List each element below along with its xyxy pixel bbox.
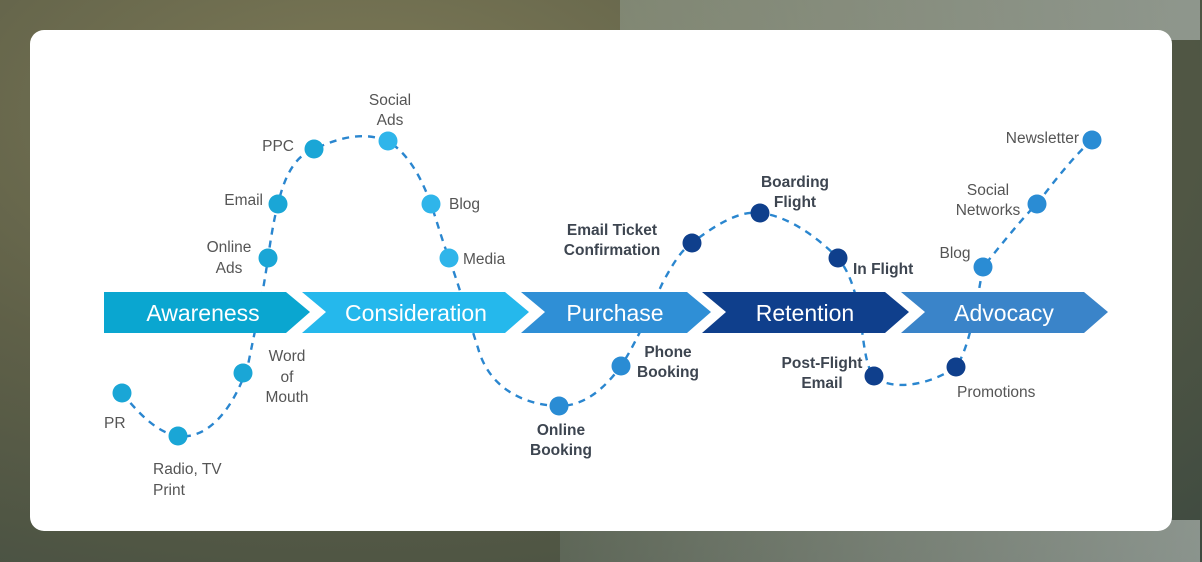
stage-retention-label: Retention (756, 300, 854, 326)
stage-advocacy-arrow (901, 292, 1108, 333)
touchpoint-social-ads-label-1: Social (369, 92, 411, 109)
touchpoint-social-networks-label-2: Networks (956, 202, 1021, 219)
touchpoint-pr-dot (112, 383, 132, 403)
touchpoint-post-flight-dot (864, 366, 884, 386)
touchpoint-phone-booking-label-1: Phone (644, 344, 692, 361)
touchpoint-blog-advocacy-dot (973, 257, 993, 277)
touchpoint-post-flight-label-2: Email (801, 375, 842, 392)
touchpoint-radio-label-1: Radio, TV (153, 461, 222, 478)
touchpoint-radio-dot (168, 426, 188, 446)
touchpoint-online-ads-label-1: Online (207, 239, 252, 256)
touchpoint-blog-dot (421, 194, 441, 214)
touchpoint-newsletter-dot (1082, 130, 1102, 150)
touchpoint-phone-booking-label-2: Booking (637, 364, 699, 381)
touchpoint-social-ads-label-2: Ads (377, 112, 404, 129)
touchpoint-media-label: Media (463, 251, 506, 268)
touchpoint-online-ads-dot (258, 248, 278, 268)
stage-purchase-arrow (521, 292, 711, 333)
touchpoint-online-booking-label-2: Booking (530, 442, 592, 459)
stage-consideration-arrow (302, 292, 529, 333)
touchpoint-wom-label-2: of (281, 369, 295, 386)
touchpoint-newsletter-label: Newsletter (1006, 130, 1079, 147)
journey-path (121, 134, 1093, 438)
customer-journey-diagram: Awareness Consideration Purchase Retenti… (104, 92, 1108, 499)
touchpoint-wom-label-3: Mouth (265, 389, 308, 406)
stage-awareness-arrow (104, 292, 310, 333)
stage-consideration-label: Consideration (345, 300, 487, 326)
touchpoint-radio-label-2: Print (153, 482, 186, 499)
stage-purchase-label: Purchase (566, 300, 663, 326)
touchpoint-boarding-label-2: Flight (774, 194, 816, 211)
touchpoint-online-booking-dot (549, 396, 569, 416)
touchpoint-phone-booking-dot (611, 356, 631, 376)
touchpoint-ppc-dot (304, 139, 324, 159)
touchpoint-boarding-dot (750, 203, 770, 223)
touchpoint-social-networks-label-1: Social (967, 182, 1009, 199)
touchpoint-promotions-label: Promotions (957, 384, 1036, 401)
touchpoint-online-booking-label-1: Online (537, 422, 586, 439)
touchpoint-ppc-label: PPC (262, 138, 294, 155)
touchpoint-in-flight-label: In Flight (853, 261, 913, 278)
touchpoint-email-dot (268, 194, 288, 214)
touchpoint-wom-label-1: Word (269, 348, 306, 365)
touchpoint-boarding-label-1: Boarding (761, 174, 829, 191)
stage-awareness-label: Awareness (146, 300, 259, 326)
touchpoint-email-ticket-dot (682, 233, 702, 253)
touchpoint-email-label: Email (224, 192, 263, 209)
touchpoint-social-ads-dot (378, 131, 398, 151)
touchpoint-media-dot (439, 248, 459, 268)
touchpoint-wom-dot (233, 363, 253, 383)
touchpoint-in-flight-dot (828, 248, 848, 268)
touchpoint-post-flight-label-1: Post-Flight (782, 355, 863, 372)
touchpoint-email-ticket-label-1: Email Ticket (567, 222, 657, 239)
journey-card: Awareness Consideration Purchase Retenti… (30, 30, 1172, 531)
touchpoint-online-ads-label-2: Ads (216, 260, 243, 277)
touchpoint-email-ticket-label-2: Confirmation (564, 242, 660, 259)
stage-retention-arrow (702, 292, 909, 333)
touchpoint-social-networks-dot (1027, 194, 1047, 214)
touchpoint-blog-label: Blog (449, 196, 480, 213)
touchpoint-blog-advocacy-label: Blog (939, 245, 970, 262)
touchpoint-pr-label: PR (104, 415, 126, 432)
stage-advocacy-label: Advocacy (954, 300, 1054, 326)
touchpoint-promotions-dot (946, 357, 966, 377)
